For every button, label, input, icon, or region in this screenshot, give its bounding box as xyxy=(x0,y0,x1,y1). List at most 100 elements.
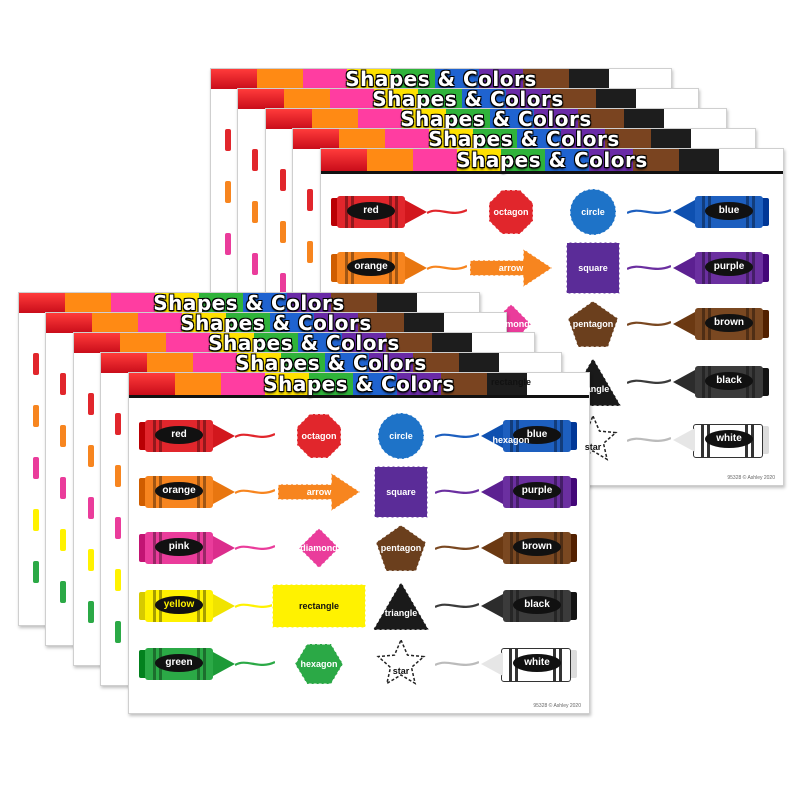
pink-crayon: pink xyxy=(139,530,235,566)
shape-label: square xyxy=(386,487,416,497)
square-icon: square xyxy=(374,466,428,518)
shape-label: octagon xyxy=(301,431,337,441)
crayon-label: purple xyxy=(513,482,561,500)
card-title: Shapes & Colors xyxy=(345,68,537,91)
crayon-label: green xyxy=(155,654,203,672)
scribble-line xyxy=(435,602,479,609)
rainbow-band xyxy=(19,293,479,313)
crayon-label: white xyxy=(705,430,753,448)
scribble-line xyxy=(627,208,671,215)
shape-label: circle xyxy=(389,431,413,441)
rainbow-band xyxy=(101,353,561,373)
shape-label: rectangle xyxy=(490,377,532,387)
red-crayon: red xyxy=(331,194,427,230)
rainbow-band xyxy=(266,109,726,129)
arrow-icon: arrow xyxy=(278,473,360,511)
front-card: Shapes & Colors red octagon orange arrow pin… xyxy=(128,372,590,714)
crayon-label: brown xyxy=(513,538,561,556)
crayon-label: brown xyxy=(705,314,753,332)
shape-label: diamond xyxy=(300,543,338,553)
shape-label: star xyxy=(392,666,410,676)
rainbow-band xyxy=(129,373,589,395)
shape-label: hexagon xyxy=(300,659,338,669)
shape-label: rectangle xyxy=(298,601,340,611)
scribble-line xyxy=(627,320,671,327)
scribble-line xyxy=(427,208,467,215)
shape-label: square xyxy=(578,263,608,273)
square-icon: square xyxy=(566,242,620,294)
card-title: Shapes & Colors xyxy=(180,312,372,335)
card-title: Shapes & Colors xyxy=(235,352,427,375)
blue-crayon: blue xyxy=(673,194,769,230)
octagon-icon: octagon xyxy=(297,414,341,458)
rainbow-band xyxy=(238,89,698,109)
scribble-line xyxy=(235,544,275,551)
shape-label: circle xyxy=(581,207,605,217)
crayon-label: black xyxy=(513,596,561,614)
card-title: Shapes & Colors xyxy=(153,292,345,315)
black-crayon: black xyxy=(673,364,769,400)
white-crayon: white xyxy=(673,422,769,458)
octagon-icon: octagon xyxy=(489,190,533,234)
crayon-label: blue xyxy=(705,202,753,220)
scribble-line xyxy=(235,488,275,495)
rainbow-band xyxy=(321,149,783,171)
card-title: Shapes & Colors xyxy=(263,372,455,396)
scribble-line xyxy=(427,264,467,271)
rainbow-band xyxy=(74,333,534,353)
circle-icon: circle xyxy=(377,412,425,460)
orange-crayon: orange xyxy=(139,474,235,510)
brown-crayon: brown xyxy=(481,530,577,566)
green-crayon: green xyxy=(139,646,235,682)
card-title: Shapes & Colors xyxy=(428,128,620,151)
scribble-line xyxy=(627,378,671,385)
card-board: red octagon orange arrow pink diamond yellow re… xyxy=(129,395,589,713)
rainbow-band xyxy=(293,129,755,149)
purple-crayon: purple xyxy=(481,474,577,510)
brown-crayon: brown xyxy=(673,306,769,342)
diamond-icon: diamond xyxy=(299,528,339,568)
red-crayon: red xyxy=(139,418,235,454)
triangle-icon: triangle xyxy=(372,581,430,631)
shape-label: hexagon xyxy=(492,435,530,445)
shape-label: octagon xyxy=(493,207,529,217)
crayon-label: purple xyxy=(705,258,753,276)
copyright-text: 95328 © Ashley 2020 xyxy=(727,475,775,481)
shape-label: triangle xyxy=(576,384,610,394)
scribble-line xyxy=(235,602,275,609)
yellow-crayon: yellow xyxy=(139,588,235,624)
arrow-icon: arrow xyxy=(470,249,552,287)
copyright-text: 95328 © Ashley 2020 xyxy=(533,703,581,709)
crayon-label: red xyxy=(347,202,395,220)
rainbow-band xyxy=(211,69,671,89)
star-icon: star xyxy=(376,640,426,688)
shape-label: arrow xyxy=(306,487,332,497)
black-crayon: black xyxy=(481,588,577,624)
crayon-label: orange xyxy=(155,482,203,500)
scribble-line xyxy=(435,488,479,495)
card-title: Shapes & Colors xyxy=(456,148,648,172)
card-title: Shapes & Colors xyxy=(372,88,564,111)
shape-label: star xyxy=(584,442,602,452)
crayon-label: white xyxy=(513,654,561,672)
shape-label: pentagon xyxy=(572,319,614,329)
pentagon-icon: pentagon xyxy=(376,525,426,571)
card-title: Shapes & Colors xyxy=(400,108,592,131)
scribble-line xyxy=(435,660,479,667)
crayon-label: pink xyxy=(155,538,203,556)
orange-crayon: orange xyxy=(331,250,427,286)
white-crayon: white xyxy=(481,646,577,682)
card-title: Shapes & Colors xyxy=(208,332,400,355)
scribble-line xyxy=(627,264,671,271)
hexagon-icon: hexagon xyxy=(295,644,343,684)
scribble-line xyxy=(627,436,671,443)
scribble-line xyxy=(235,660,275,667)
crayon-label: red xyxy=(155,426,203,444)
shape-label: pentagon xyxy=(380,543,422,553)
circle-icon: circle xyxy=(569,188,617,236)
crayon-label: black xyxy=(705,372,753,390)
rectangle-icon: rectangle xyxy=(272,584,366,628)
crayon-label: orange xyxy=(347,258,395,276)
scribble-line xyxy=(435,544,479,551)
scribble-line xyxy=(235,432,275,439)
